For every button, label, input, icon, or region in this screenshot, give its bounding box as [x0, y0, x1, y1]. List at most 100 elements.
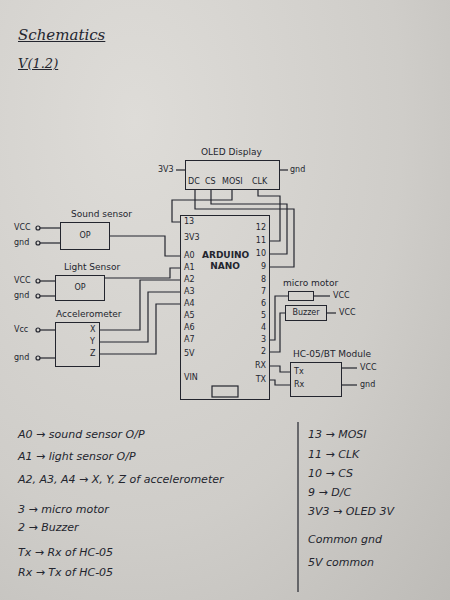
- pin-label: RX: [255, 361, 266, 371]
- node-text: Buzzer: [292, 308, 319, 318]
- note-text: A2, A3, A4 → X, Y, Z of accelerometer: [18, 473, 224, 487]
- power-lead: [314, 295, 330, 296]
- pin-label: MOSI: [222, 177, 243, 187]
- pin-label: CS: [205, 177, 216, 187]
- note-text: 9 → D/C: [308, 486, 351, 500]
- note-text: Common gnd: [308, 533, 382, 547]
- node-text: OP: [74, 283, 85, 293]
- note-text: Tx → Rx of HC-05: [18, 546, 113, 560]
- signal-wire: [110, 236, 180, 256]
- buzzer: Buzzer: [285, 305, 327, 321]
- pin-label: A1: [184, 263, 195, 273]
- node-text: ARDUINO NANO: [202, 250, 248, 272]
- node-heading: HC-05/BT Module: [293, 349, 371, 360]
- pin-label: VCC: [333, 291, 350, 301]
- pin-label: 2: [261, 347, 266, 357]
- power-lead: [280, 169, 288, 170]
- terminal: [36, 241, 40, 245]
- pin-label: Vcc: [14, 325, 28, 335]
- pin-label: gnd: [290, 165, 305, 175]
- node-heading: micro motor: [283, 278, 338, 289]
- node-heading: Accelerometer: [56, 309, 122, 320]
- pin-label: 11: [256, 236, 266, 246]
- terminal: [36, 328, 40, 332]
- light-sensor: Light SensorOP: [55, 275, 105, 301]
- pin-label: Y: [90, 337, 95, 347]
- power-lead: [40, 329, 55, 330]
- pin-label: VCC: [14, 276, 31, 286]
- arduino-nano: ARDUINO NANO: [180, 215, 270, 400]
- note-text: A0 → sound sensor O/P: [18, 428, 145, 442]
- node-heading: Light Sensor: [64, 262, 120, 273]
- note-text: 3 → micro motor: [18, 503, 109, 517]
- terminal: [36, 279, 40, 283]
- pin-label: TX: [256, 375, 266, 385]
- pin-label: 12: [256, 223, 266, 233]
- node-heading: Sound sensor: [71, 209, 132, 220]
- pin-label: Rx: [294, 380, 304, 390]
- pin-label: DC: [188, 177, 200, 187]
- power-lead: [40, 227, 60, 228]
- signal-wire: [100, 280, 180, 330]
- note-text: 10 → CS: [308, 467, 353, 481]
- power-lead: [40, 295, 55, 296]
- pin-label: A6: [184, 323, 195, 333]
- note-text: 5V common: [308, 556, 374, 570]
- node-text: OP: [79, 231, 90, 241]
- note-divider: [297, 422, 298, 592]
- pin-label: A7: [184, 335, 195, 345]
- node-heading: OLED Display: [201, 147, 262, 158]
- pin-label: 5V: [184, 349, 195, 359]
- version-label: V(1.2): [18, 56, 58, 72]
- pin-label: Z: [90, 349, 95, 359]
- pin-label: 9: [261, 262, 266, 272]
- accelerometer: Accelerometer: [55, 322, 100, 367]
- note-text: 11 → CLK: [308, 448, 359, 462]
- terminal: [36, 294, 40, 298]
- power-lead: [342, 384, 357, 385]
- pin-label: 8: [261, 275, 266, 285]
- power-lead: [342, 367, 357, 368]
- pin-label: 7: [261, 287, 266, 297]
- usb-port: [212, 386, 238, 397]
- note-text: A1 → light sensor O/P: [18, 450, 136, 464]
- pin-label: 5: [261, 311, 266, 321]
- terminal: [36, 226, 40, 230]
- micro-motor: micro motor: [288, 291, 314, 301]
- pin-label: CLK: [252, 177, 267, 187]
- pin-label: gnd: [360, 380, 375, 390]
- pin-label: 3V3: [158, 165, 174, 175]
- sound-sensor: Sound sensorOP: [60, 222, 110, 250]
- signal-wire: [270, 380, 290, 385]
- power-lead: [176, 169, 185, 170]
- sheet-title: Schematics: [18, 26, 105, 44]
- pin-label: A5: [184, 311, 195, 321]
- bt-module: HC-05/BT Module: [290, 362, 342, 397]
- note-text: 2 → Buzzer: [18, 521, 79, 535]
- pin-label: Tx: [294, 367, 304, 377]
- pin-label: VCC: [14, 223, 31, 233]
- pin-label: VCC: [360, 363, 377, 373]
- pin-label: gnd: [14, 353, 29, 363]
- power-lead: [40, 357, 55, 358]
- pin-label: A4: [184, 299, 195, 309]
- pin-label: A3: [184, 287, 195, 297]
- pin-label: A0: [184, 251, 195, 261]
- signal-wire: [211, 190, 287, 254]
- pin-label: 3: [261, 335, 266, 345]
- power-lead: [40, 242, 60, 243]
- pin-label: VCC: [339, 308, 356, 318]
- oled-display: OLED Display: [185, 160, 280, 190]
- pin-label: X: [90, 325, 95, 335]
- pin-label: 10: [256, 249, 266, 259]
- terminal: [36, 356, 40, 360]
- pin-label: gnd: [14, 238, 29, 248]
- pin-label: 3V3: [184, 233, 200, 243]
- power-lead: [327, 312, 336, 313]
- pin-label: VIN: [184, 373, 198, 383]
- note-text: 3V3 → OLED 3V: [308, 505, 394, 519]
- note-text: Rx → Tx of HC-05: [18, 566, 113, 580]
- note-text: 13 → MOSI: [308, 428, 367, 442]
- pin-label: 13: [184, 217, 194, 227]
